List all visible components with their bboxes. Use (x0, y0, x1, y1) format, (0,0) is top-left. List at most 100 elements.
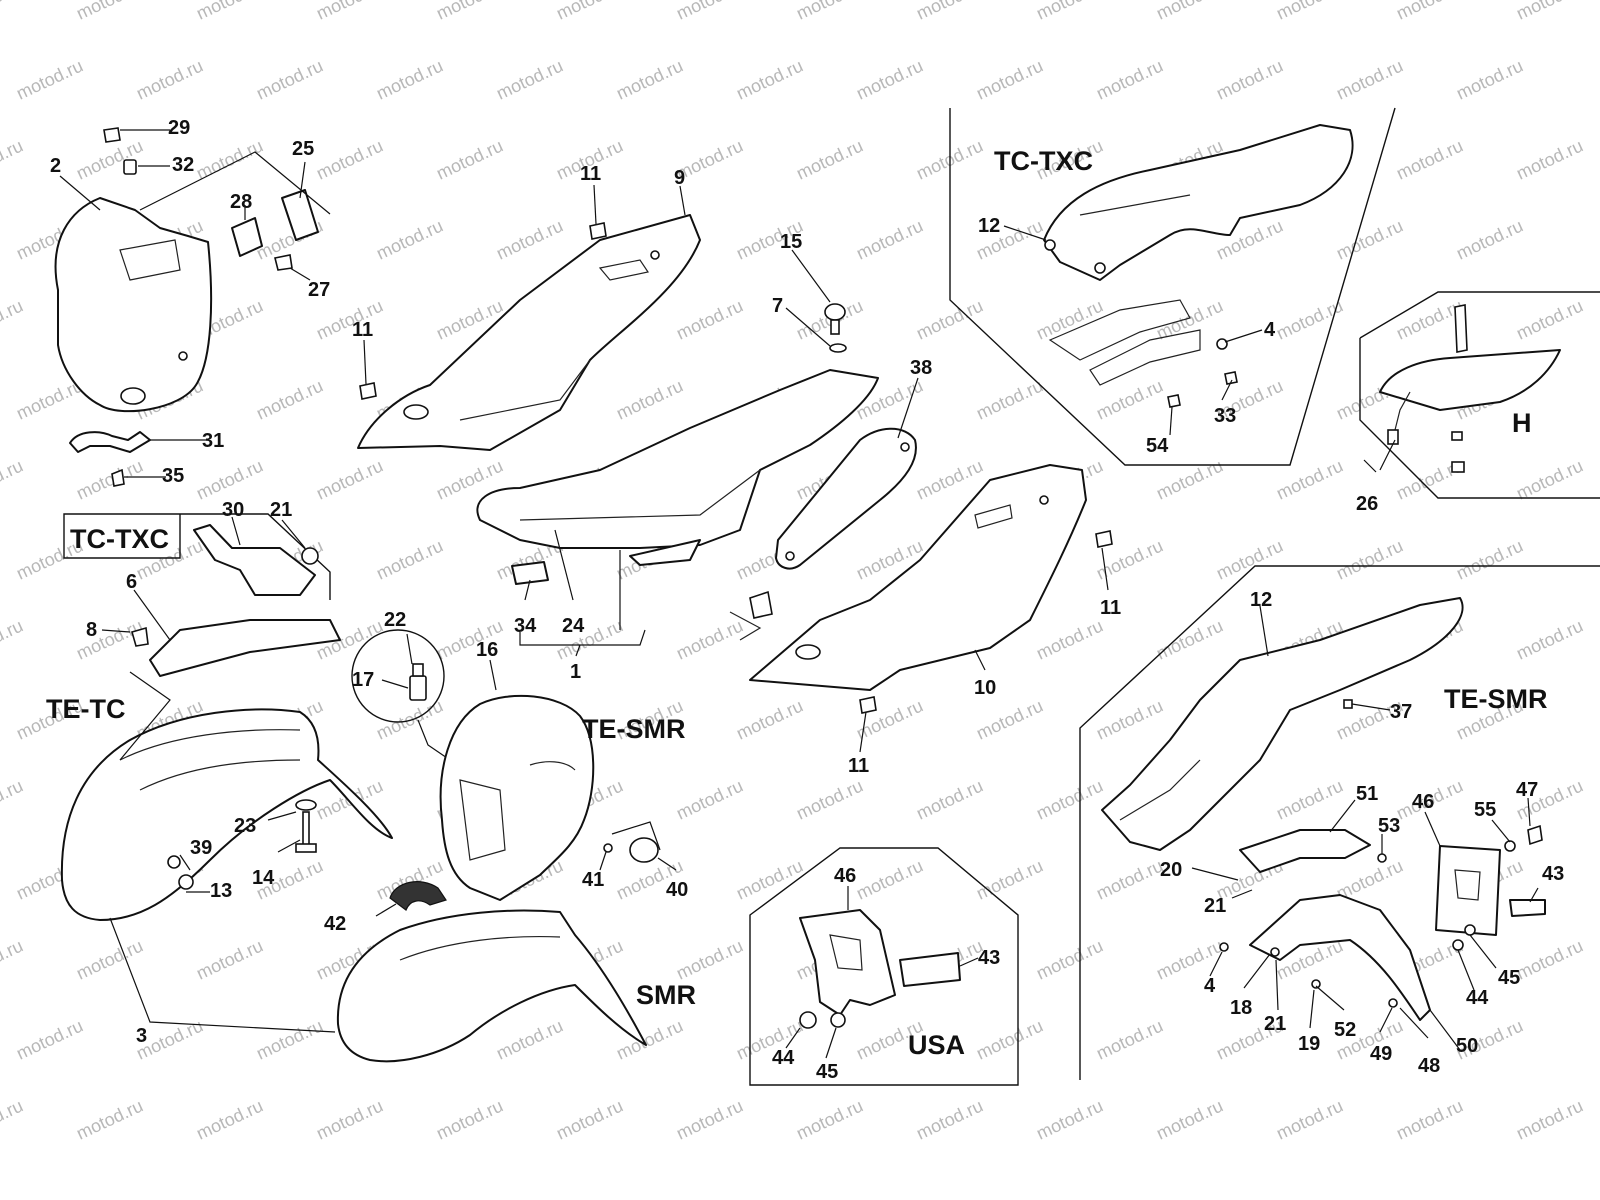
watermark-text: motod.ru (1153, 1095, 1226, 1143)
variant-label-tc-txc-left: TC-TXC (70, 524, 169, 554)
watermark-text: motod.ru (1093, 855, 1166, 903)
rear-tail-12-te-smr (1101, 597, 1464, 851)
watermark-text: motod.ru (433, 1095, 506, 1143)
watermark-text: motod.ru (313, 135, 386, 183)
callout-47: 47 (1516, 779, 1538, 801)
callout-24: 24 (562, 615, 585, 637)
watermark-text: motod.ru (373, 535, 446, 583)
callout-19: 19 (1298, 1033, 1320, 1055)
watermark-text: motod.ru (673, 1095, 746, 1143)
callout-22: 22 (384, 609, 406, 631)
side-panel-9 (357, 214, 701, 451)
variant-frames (63, 107, 1600, 1086)
callout-33: 33 (1214, 405, 1236, 427)
watermark-text: motod.ru (1393, 0, 1466, 24)
watermark-text: motod.ru (493, 1015, 566, 1063)
watermark-text: motod.ru (1273, 775, 1346, 823)
watermark-text: motod.ru (1033, 615, 1106, 663)
watermark-text: motod.ru (1033, 775, 1106, 823)
callout-48: 48 (1418, 1055, 1440, 1077)
watermark-text: motod.ru (1273, 0, 1346, 24)
watermark-text: motod.ru (193, 135, 266, 183)
number-plate-2 (54, 197, 213, 413)
callout-46-right: 46 (1412, 791, 1434, 813)
watermark-text: motod.ru (73, 0, 146, 24)
watermark-text: motod.ru (853, 855, 926, 903)
watermark-text: motod.ru (1513, 455, 1586, 503)
watermark-text: motod.ru (1513, 935, 1586, 983)
callout-numbers: 29 32 2 25 28 27 31 35 30 21 6 8 39 23 1… (50, 117, 1564, 1083)
watermark-text: motod.ru (913, 775, 986, 823)
watermark-text: motod.ru (0, 775, 26, 823)
watermark-text: motod.ru (673, 935, 746, 983)
watermark-text: motod.ru (853, 215, 926, 263)
watermark-text: motod.ru (433, 135, 506, 183)
variant-label-smr: SMR (636, 980, 696, 1010)
watermark-text: motod.ru (1153, 615, 1226, 663)
plate-holder-46-te-smr (1219, 824, 1546, 1008)
callout-35: 35 (162, 465, 184, 487)
watermark-text: motod.ru (1513, 1095, 1586, 1143)
callout-45-usa: 45 (816, 1061, 838, 1083)
bracket-31 (69, 431, 151, 453)
watermark-text: motod.ru (193, 1095, 266, 1143)
callout-45-right: 45 (1498, 967, 1520, 989)
callout-11-a: 11 (352, 319, 373, 341)
clip-40 (603, 837, 659, 863)
variant-label-te-smr-mid: TE-SMR (582, 714, 686, 744)
callout-14: 14 (252, 867, 275, 889)
watermark-text: motod.ru (1393, 135, 1466, 183)
front-fender-te-tc (60, 708, 393, 921)
watermark-text: motod.ru (1033, 1095, 1106, 1143)
watermark-text: motod.ru (793, 0, 866, 24)
headlight-mask-16 (439, 694, 595, 901)
callout-12-top: 12 (978, 215, 1000, 237)
watermark-text: motod.ru (793, 1095, 866, 1143)
callout-21-right-b: 21 (1264, 1013, 1286, 1035)
watermark-text: motod.ru (253, 55, 326, 103)
watermark-text: motod.ru (973, 375, 1046, 423)
watermark-text: motod.ru (313, 295, 386, 343)
watermark-text: motod.ru (1273, 1095, 1346, 1143)
variant-label-te-tc: TE-TC (46, 694, 125, 724)
watermark-text: motod.ru (733, 855, 806, 903)
watermark-text: motod.ru (73, 935, 146, 983)
variant-labels: TC-TXC H TC-TXC TE-TC TE-SMR SMR USA TE-… (46, 146, 1548, 1060)
callout-12-right: 12 (1250, 589, 1272, 611)
watermark-text: motod.ru (0, 935, 26, 983)
watermark-text: motod.ru (1513, 0, 1586, 24)
callout-10: 10 (974, 677, 996, 699)
watermark-text: motod.ru (13, 55, 86, 103)
watermark-text: motod.ru (1033, 0, 1106, 24)
watermark-text: motod.ru (673, 615, 746, 663)
callout-49: 49 (1370, 1043, 1392, 1065)
callout-6: 6 (126, 571, 137, 593)
plate-bracket-50 (1249, 894, 1431, 1021)
callout-25: 25 (292, 138, 314, 160)
callout-11-b: 11 (580, 163, 601, 185)
watermark-text: motod.ru (373, 55, 446, 103)
seat-24 (476, 369, 879, 585)
callout-2: 2 (50, 155, 61, 177)
watermark-text: motod.ru (1153, 455, 1226, 503)
watermark-text: motod.ru (1333, 535, 1406, 583)
watermark-text: motod.ru (1513, 135, 1586, 183)
callout-52: 52 (1334, 1019, 1356, 1041)
side-guard-38 (775, 427, 917, 570)
callout-26: 26 (1356, 493, 1378, 515)
watermark-text: motod.ru (973, 55, 1046, 103)
watermark-text: motod.ru (733, 55, 806, 103)
watermark-text: motod.ru (1153, 935, 1226, 983)
watermark-text: motod.ru (133, 55, 206, 103)
watermark-text: motod.ru (433, 0, 506, 24)
callout-13: 13 (210, 880, 232, 902)
callout-3: 3 (136, 1025, 147, 1047)
front-fender-smr (336, 909, 647, 1063)
watermark-text: motod.ru (373, 215, 446, 263)
watermark-text: motod.ru (1393, 1095, 1466, 1143)
callout-8: 8 (86, 619, 97, 641)
watermark-text: motod.ru (0, 1095, 26, 1143)
callout-39: 39 (190, 837, 212, 859)
callout-7: 7 (772, 295, 783, 317)
callout-42: 42 (324, 913, 346, 935)
